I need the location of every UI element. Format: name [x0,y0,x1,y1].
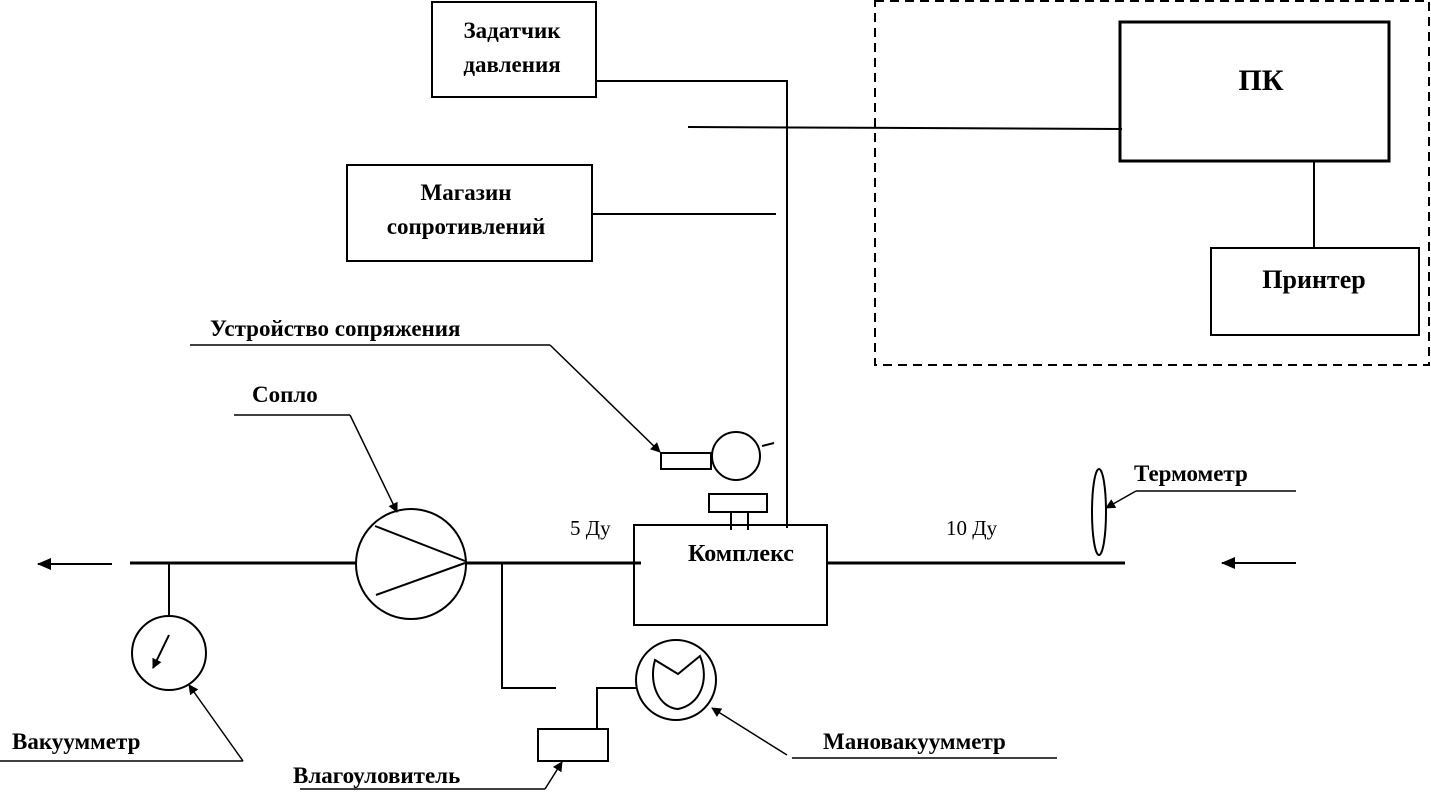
printer-block: Принтер [1210,247,1420,336]
callout-vacuum-gauge: Вакуумметр [0,684,244,762]
callout-moisture-trap: Влагоуловитель [293,761,563,790]
callout-nozzle-label: Сопло [252,382,318,407]
interface-device [660,431,775,481]
complex-block: Комплекс [633,524,828,626]
moisture-trap-symbol [537,687,637,762]
resistance-box-line1: Магазин [421,180,512,205]
pipe-label-upstream: 5 Ду [570,516,611,540]
complex-label: Комплекс [688,541,794,567]
callout-moisture-trap-label: Влагоуловитель [293,763,460,788]
computer-enclosure [874,0,1430,366]
resistance-box-line2: сопротивлений [387,214,545,239]
pressure-vacuum-gauge-symbol [635,639,717,721]
pressure-setter-line2: давления [463,52,560,77]
thermometer-symbol [1091,468,1107,556]
callout-interface-device: Устройство сопряжения [190,316,661,453]
pc-label: ПК [1238,64,1283,97]
callout-interface-device-label: Устройство сопряжения [210,316,460,341]
callout-thermometer: Термометр [1105,461,1296,509]
callout-pressure-vacuum-gauge: Мановакуумметр [711,707,1057,759]
pressure-setter-block: Задатчик давления [431,1,597,98]
nozzle-symbol [355,508,467,620]
callout-thermometer-label: Термометр [1134,461,1248,486]
pc-block: ПК [1118,20,1391,163]
pressure-setter-line1: Задатчик [464,18,562,43]
callout-vacuum-gauge-label: Вакуумметр [12,729,140,754]
printer-label: Принтер [1262,265,1365,294]
signal-wiring [592,80,1123,528]
callout-nozzle: Сопло [234,382,398,513]
gauge-branch-line [501,563,556,689]
callout-pressure-vacuum-gauge-label: Мановакуумметр [823,729,1006,754]
pipe-label-downstream: 10 Ду [946,516,998,540]
resistance-box-block: Магазин сопротивлений [346,164,593,262]
complex-connector-block [708,493,768,530]
main-pipeline [37,557,1296,570]
vacuum-gauge-symbol [131,563,207,691]
